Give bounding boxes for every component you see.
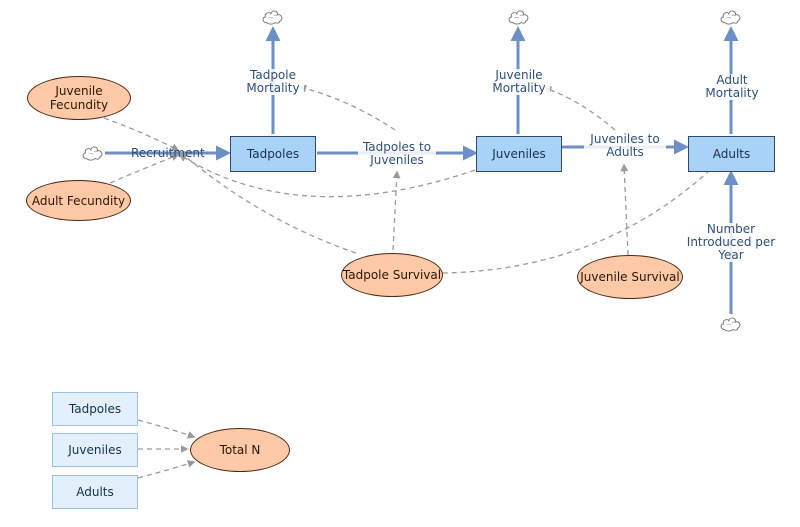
variable-juvenile-fecundity[interactable]: Juvenile Fecundity [27,76,131,120]
link-ghost-adults-total-n [137,460,196,479]
stock-juveniles[interactable]: Juveniles [476,136,562,172]
link-juvenile-survival-juveniles-to-adults [620,163,629,256]
link-juvenile-fecundity-recruitment [103,117,180,151]
ghost-juveniles[interactable]: Juveniles [52,433,138,467]
variable-total-n[interactable]: Total N [190,428,290,472]
number-introduced-label[interactable]: Number Introduced per Year [684,223,778,262]
juvenile-mortality-label[interactable]: Juvenile Mortality [488,69,550,95]
stock-tadpoles[interactable]: Tadpoles [230,136,316,172]
ghost-tadpoles[interactable]: Tadpoles [52,392,138,426]
link-juveniles-juvenile-mortality [543,86,616,131]
link-ghost-tadpoles-total-n [137,419,196,439]
dashed-links [103,84,711,479]
variable-adult-fecundity[interactable]: Adult Fecundity [26,180,131,221]
variable-juvenile-fecundity-label: Juvenile Fecundity [49,84,109,112]
link-adult-fecundity-recruitment [109,153,180,184]
link-tadpole-survival-tadpoles-to-juveniles [392,170,401,251]
cloud-icon [262,10,283,25]
cloud-icon [720,317,741,332]
ghost-adults[interactable]: Adults [52,475,138,509]
link-tadpole-survival-recruitment [178,150,357,254]
cloud-icon [508,10,529,25]
variable-tadpole-survival[interactable]: Tadpole Survival [341,253,443,297]
variable-juvenile-survival[interactable]: Juvenile Survival [577,255,683,299]
juveniles-to-adults-label[interactable]: Juveniles to Adults [584,133,666,159]
cloud-icon [82,146,103,161]
link-juveniles-recruitment [178,154,476,198]
tadpoles-to-juveniles-label[interactable]: Tadpoles to Juveniles [358,141,436,167]
adult-mortality-label[interactable]: Adult Mortality [702,74,762,100]
cloud-icon [720,10,741,25]
link-adults-tadpole-survival [442,169,711,274]
stock-adults[interactable]: Adults [688,136,775,172]
tadpole-mortality-label[interactable]: Tadpole Mortality [242,69,304,95]
recruitment-label[interactable]: Recruitment [131,146,205,160]
link-tadpoles-tadpole-mortality [298,84,396,131]
